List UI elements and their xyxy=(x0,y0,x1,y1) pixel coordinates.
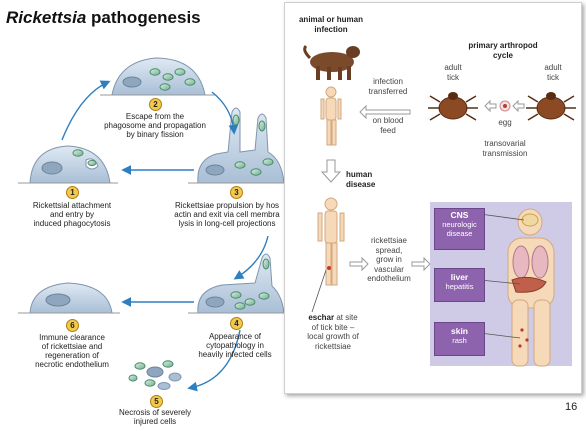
cell-debris-step-5 xyxy=(128,360,182,390)
step-caption-5: Necrosis of severely injured cells xyxy=(118,408,192,426)
cell-step-4 xyxy=(188,253,292,314)
step-caption-3: Rickettsiae propulsion by hos actin and … xyxy=(174,201,280,228)
human-disease-label: human disease xyxy=(346,170,376,189)
eschar-label: eschar at site of tick bite – local grow… xyxy=(307,313,359,351)
animal-infection-label: animal or human infection xyxy=(298,15,363,34)
step-number-6: 6 xyxy=(66,319,79,332)
step-caption-4: Appearance of cytopathology in heavily i… xyxy=(198,332,272,359)
page-number: 16 xyxy=(565,401,578,413)
infection-transferred-label: infection transferred xyxy=(368,77,408,96)
cycle-arrows xyxy=(61,80,269,392)
egg-label: egg xyxy=(498,118,512,127)
organ-box-liver: liver hepatitis xyxy=(434,268,485,302)
title-rest: pathogenesis xyxy=(86,8,201,27)
eschar-bold: eschar xyxy=(308,313,335,322)
step-number-3: 3 xyxy=(230,186,243,199)
on-blood-feed-label: on blood feed xyxy=(372,116,404,135)
organ-box-cns: CNS neurologic disease xyxy=(434,208,485,250)
step-number-1: 1 xyxy=(66,186,79,199)
spread-label: rickettsiae spread, grow in vascular end… xyxy=(367,236,411,283)
cell-step-2 xyxy=(100,57,215,96)
title-italic: Rickettsia xyxy=(6,8,87,27)
primary-cycle-label: primary arthropod cycle xyxy=(468,41,538,60)
cell-step-6 xyxy=(18,282,120,314)
organ-box-skin: skin rash xyxy=(434,322,485,356)
step-number-5: 5 xyxy=(150,395,163,408)
adult-tick-right-label: adult tick xyxy=(544,63,562,82)
pathogenesis-cycle-illustration xyxy=(18,57,292,392)
cell-step-3 xyxy=(188,107,292,184)
step-caption-1: Rickettsial attachment and entry by indu… xyxy=(32,201,112,228)
adult-tick-left-label: adult tick xyxy=(444,63,462,82)
step-caption-2: Escape from the phagosome and propagatio… xyxy=(104,112,206,139)
step-caption-6: Immune clearance of rickettsiae and rege… xyxy=(35,333,109,369)
slide-title: Rickettsia pathogenesis xyxy=(6,8,201,28)
step-number-4: 4 xyxy=(230,317,243,330)
step-number-2: 2 xyxy=(149,98,162,111)
transovarial-label: transovarial transmission xyxy=(482,139,528,158)
cell-step-1 xyxy=(18,145,118,184)
